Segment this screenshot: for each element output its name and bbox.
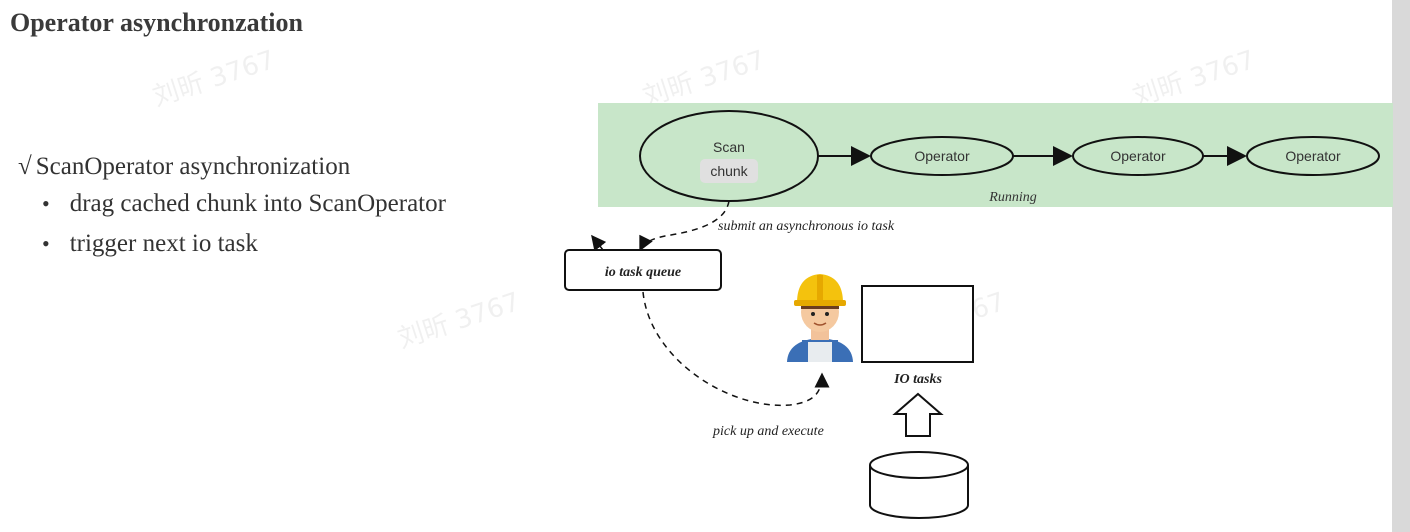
io-tasks-label: IO tasks [893,372,942,387]
pickup-label: pick up and execute [712,424,824,439]
bullet-list: √ ScanOperator asynchronization • drag c… [18,150,446,264]
pickup-arrow [642,291,830,407]
io-tasks-box [861,285,974,363]
sub-bullet: • trigger next io task [42,224,446,264]
bullet-dot-icon: • [42,191,50,216]
chunk-box [700,159,758,183]
bullet-main: √ ScanOperator asynchronization [18,150,446,184]
bullet-dot-icon: • [42,231,50,256]
sub-bullet-text: drag cached chunk into ScanOperator [69,190,446,217]
slide-title: Operator asynchronzation [10,8,303,37]
worker-icon [787,274,853,362]
submit-label: submit an asynchronous io task [718,219,895,234]
drag-arrow [591,234,607,252]
operator-label: Operator [1285,148,1341,164]
up-arrow-icon [892,392,944,437]
sub-bullet-text: trigger next io task [69,230,258,257]
scan-label: Scan [713,139,745,155]
scan-node [639,110,819,202]
database-icon [869,451,969,519]
check-mark-icon: √ [18,153,32,180]
bullet-main-text: ScanOperator asynchronization [35,153,351,180]
sub-bullet: • drag cached chunk into ScanOperator [42,184,446,224]
running-label: Running [988,190,1036,205]
chunk-label: chunk [710,163,748,179]
io-task-queue-box [564,249,722,291]
operator-label: Operator [914,148,970,164]
operator-node [1246,136,1380,176]
queue-label: io task queue [605,265,681,280]
submit-arrow [639,200,730,252]
operator-label: Operator [1110,148,1166,164]
right-edge-bar [1392,0,1410,532]
